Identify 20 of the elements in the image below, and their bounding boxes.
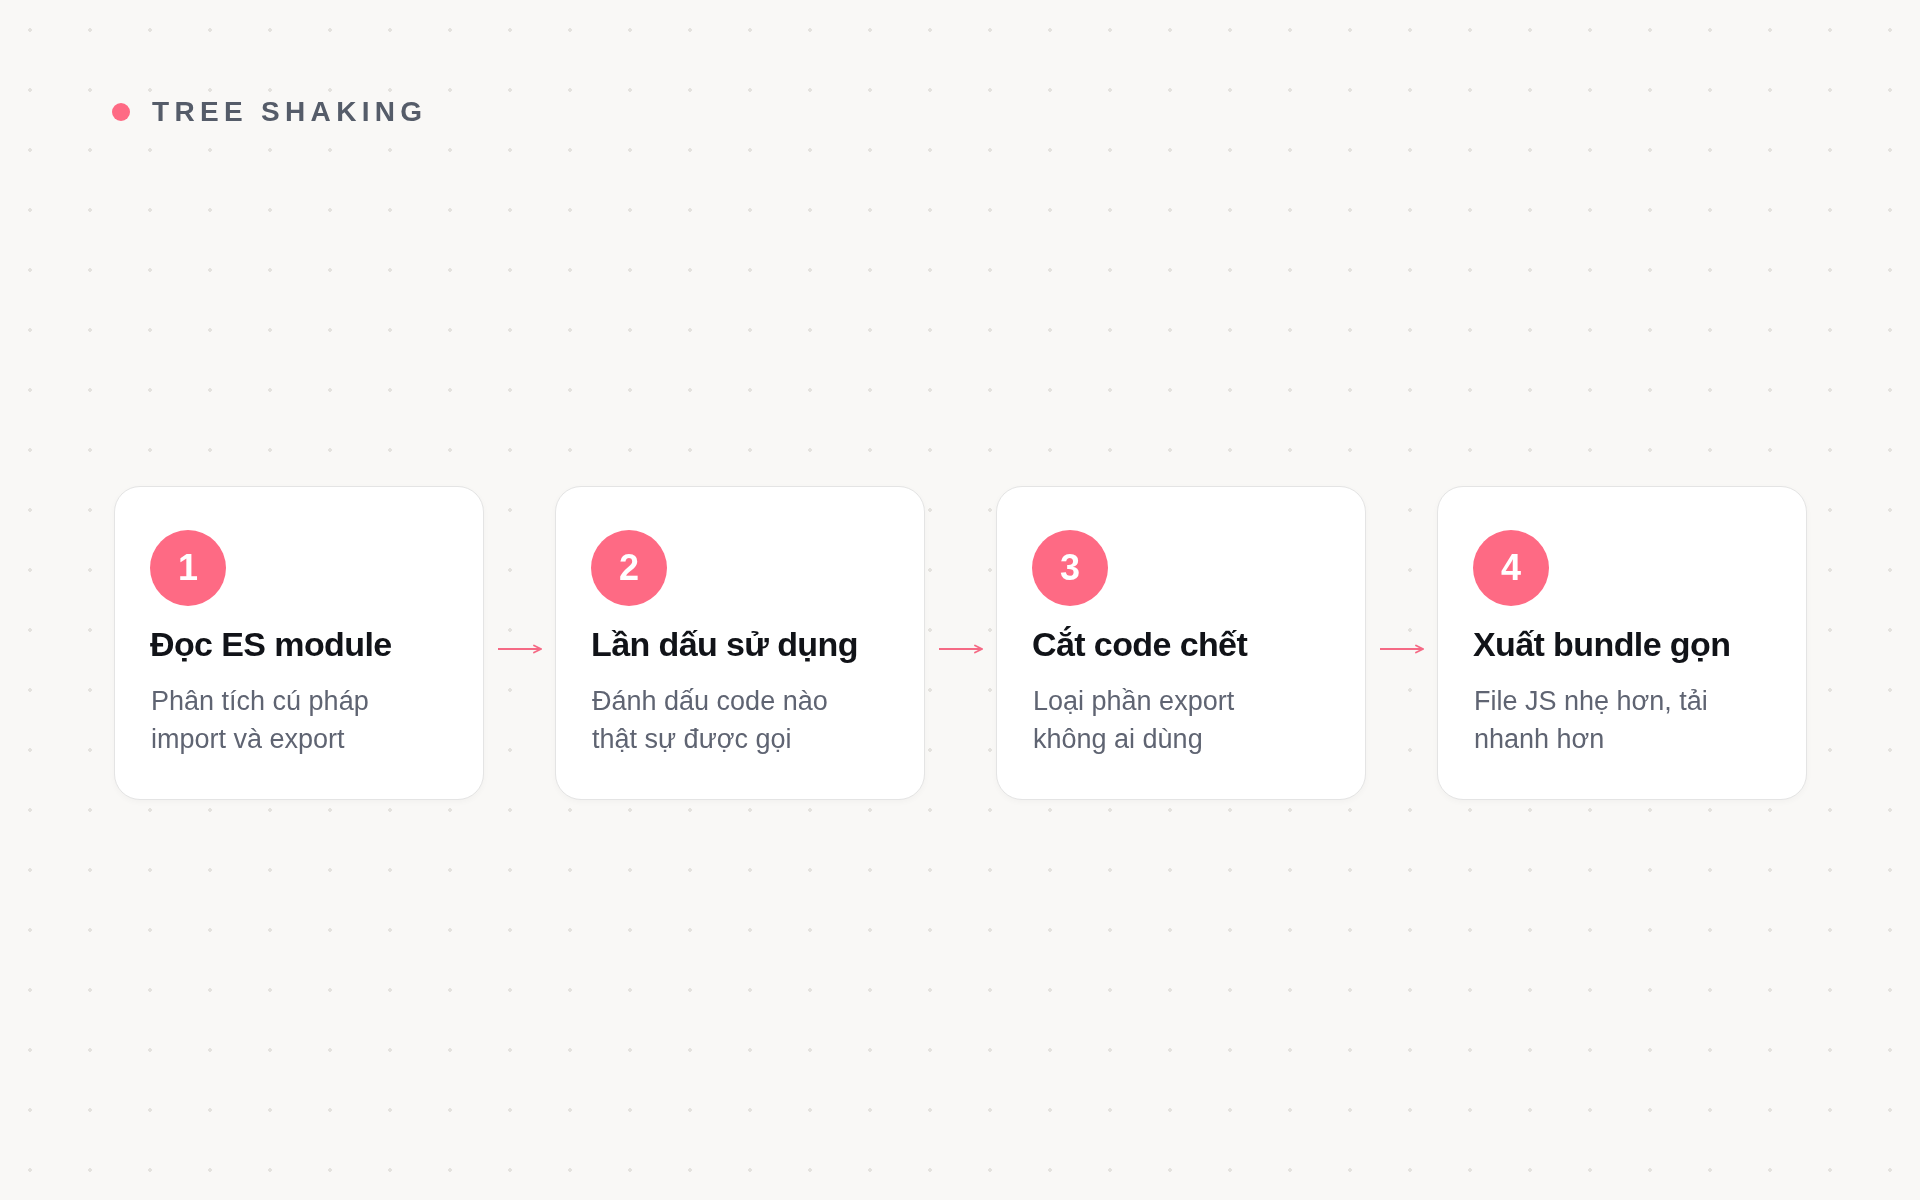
step-number-badge: 2 — [591, 530, 667, 606]
step-description: File JS nhẹ hơn, tải nhanh hơn — [1474, 685, 1709, 756]
arrow — [938, 644, 983, 654]
step-description: Đánh dấu code nào thật sự được gọi — [592, 685, 829, 756]
step-description: Phân tích cú pháp import và export — [151, 685, 370, 756]
step-card — [996, 486, 1366, 800]
step-number-badge: 1 — [150, 530, 226, 606]
step-title: Cắt code chết — [1032, 624, 1248, 664]
arrow — [1379, 644, 1424, 654]
step-number-badge: 4 — [1473, 530, 1549, 606]
diagram-title: TREE SHAKING — [152, 96, 428, 128]
step-title: Xuất bundle gọn — [1473, 624, 1731, 664]
step-title: Lần dấu sử dụng — [591, 624, 858, 664]
arrow — [497, 644, 542, 654]
step-card — [555, 486, 925, 800]
step-description: Loại phần export không ai dùng — [1033, 685, 1236, 756]
step-number-badge: 3 — [1032, 530, 1108, 606]
step-card — [1437, 486, 1807, 800]
step-title: Đọc ES module — [150, 624, 392, 664]
step-card — [114, 486, 484, 800]
